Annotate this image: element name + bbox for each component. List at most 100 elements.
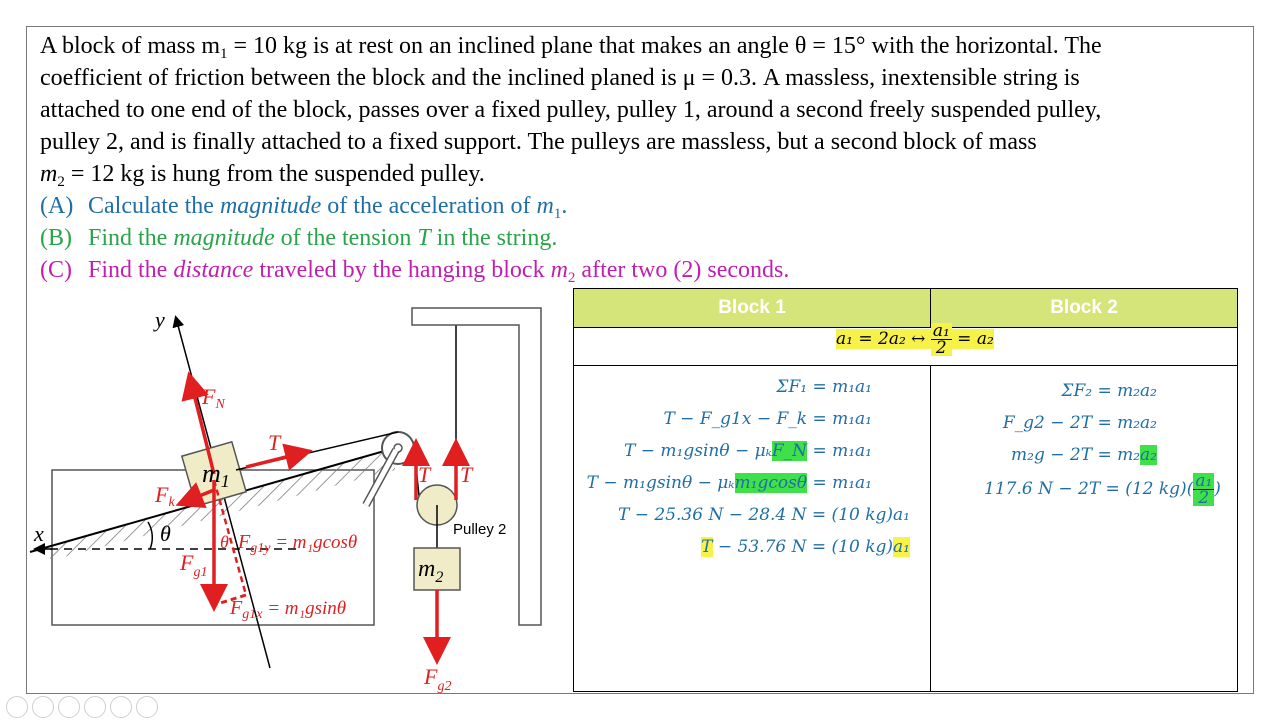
question-a-label: (A) [40,193,74,219]
pulley-2-label: Pulley 2 [453,521,506,538]
b1-eq-4-post: = m₁a₁ [807,473,872,493]
subscript: 2 [567,270,576,286]
b1-eq-3-hl: F_N [771,441,808,461]
b1-eq-5: T − 25.36 N − 28.4 N = (10 kg)a₁ [617,505,910,525]
b2-eq-3-pre: m₂g − 2T = m₂ [1011,445,1141,465]
b1-eq-3-pre: T − m₁gsinθ − μₖ [624,441,772,461]
fg1-label: Fg1 [179,550,207,580]
b1-eq-1: ΣF₁ = m₁a₁ [776,377,872,397]
problem-line-5b: = 12 kg is hung from the suspended pulle… [64,161,485,187]
b2-eq-1: ΣF₂ = m₂a₂ [1061,381,1157,401]
y-axis-label: y [153,307,165,332]
t2-label: T [418,462,432,487]
constraint-right: = a₂ [951,329,994,349]
frac-den: 2 [1198,488,1210,508]
header-block-1: Block 1 [574,289,931,327]
subscript: 1 [220,46,228,62]
question-a-text: Calculate the [88,193,220,219]
t1-arrow [245,443,313,471]
b2-eq-4-post: ) [1214,479,1221,499]
question-b-text: Find the [88,225,174,251]
fg1x-arrow [213,593,247,607]
problem-line-1: A block of mass m [40,33,220,59]
fk-arrow [175,482,215,509]
fg1y-label: Fg1y = m₁gcosθ [237,531,357,556]
question-b-var: T [417,225,431,251]
problem-line-2: coefficient of friction between the bloc… [40,65,1080,91]
b1-eq-3-post: = m₁a₁ [807,441,872,461]
question-c-end: after two (2) seconds. [575,257,790,283]
question-b-label: (B) [40,225,72,251]
fk-label: Fk [154,482,175,510]
question-a-emphasis: magnitude [219,193,322,219]
question-c-emphasis: distance [173,257,254,283]
x-axis-label: x [33,521,44,546]
fn-arrow [181,371,216,475]
b1-eq-4-hl: m₁gcosθ [734,473,808,493]
b1-eq-3: T − m₁gsinθ − μₖF_N = m₁a₁ [624,441,872,461]
b1-eq-6-a: a₁ [893,537,910,557]
nav-next-icon[interactable] [32,696,54,718]
fg2-label: Fg2 [423,664,451,694]
frac-num: a₁ [930,321,952,341]
b2-eq-2: F_g2 − 2T = m₂a₂ [1002,413,1157,433]
nav-pen-icon[interactable] [58,696,80,718]
theta-arc [147,521,154,550]
b2-eq-3: m₂g − 2T = m₂a₂ [1011,445,1157,465]
question-b-emphasis: magnitude [173,225,275,251]
header-block-2: Block 2 [931,289,1237,327]
slide-frame [26,26,1254,694]
problem-line-3: attached to one end of the block, passes… [40,97,1102,123]
fixed-support [411,307,542,626]
question-a-end: . [561,193,568,219]
b1-eq-6-t: T [701,537,713,557]
question-a-var: m [536,193,554,219]
m1-label: m1 [202,459,230,491]
question-c: (C) Find the distance traveled by the han… [40,254,789,286]
b2-eq-3-hl: a₂ [1140,445,1157,465]
nav-zoom-icon[interactable] [110,696,132,718]
question-b: (B) Find the magnitude of the tension T i… [40,222,557,254]
constraint-left: a₁ = 2a₂ ↔ [836,329,931,349]
nav-more-icon[interactable] [136,696,158,718]
theta-label: θ [160,521,171,546]
b1-eq-6: T − 53.76 N = (10 kg)a₁ [701,537,910,557]
t3-label: T [460,462,474,487]
question-c-label: (C) [40,257,72,283]
problem-line-5: m [40,161,58,187]
incline-hatch [40,448,395,560]
nav-prev-icon[interactable] [6,696,28,718]
problem-line-4: pulley 2, and is finally attached to a f… [40,129,1037,155]
m2-label: m2 [418,556,443,586]
fg1x-label: Fg1x = m₁gsinθ [229,597,346,622]
b1-eq-2: T − F_g1x − F_k = m₁a₁ [663,409,872,429]
b2-eq-4-pre: 117.6 N − 2T = (12 kg)( [984,479,1194,499]
frac-num: a₁ [1193,471,1215,491]
free-body-diagram: y x FN T Fk m1 θ θ Fg1y = m₁gcosθ Fg1 Fg… [29,307,542,694]
question-b-text2: of the tension [274,225,418,251]
b1-eq-4: T − m₁gsinθ − μₖm₁gcosθ = m₁a₁ [587,473,872,493]
question-c-text2: traveled by the hanging block [253,257,551,283]
question-c-var: m [550,257,568,283]
problem-statement: A block of mass m1 = 10 kg is at rest on… [40,30,1240,190]
subscript: 1 [553,206,562,222]
question-a: (A) Calculate the magnitude of the accele… [40,190,567,222]
b1-eq-4-pre: T − m₁gsinθ − μₖ [586,473,735,493]
nav-slides-icon[interactable] [84,696,106,718]
question-b-end: in the string. [430,225,558,251]
t1-label: T [268,430,282,455]
block-m2 [413,547,461,591]
theta2-label: θ [220,532,229,552]
question-a-text2: of the acceleration of [321,193,537,219]
question-c-text: Find the [88,257,174,283]
fn-label: FN [201,384,225,412]
slide-nav-controls [6,696,158,718]
problem-line-1b: = 10 kg is at rest on an inclined plane … [227,33,1102,59]
b1-eq-6-mid: − 53.76 N = (10 kg) [712,537,894,557]
frac-den: 2 [935,338,947,358]
